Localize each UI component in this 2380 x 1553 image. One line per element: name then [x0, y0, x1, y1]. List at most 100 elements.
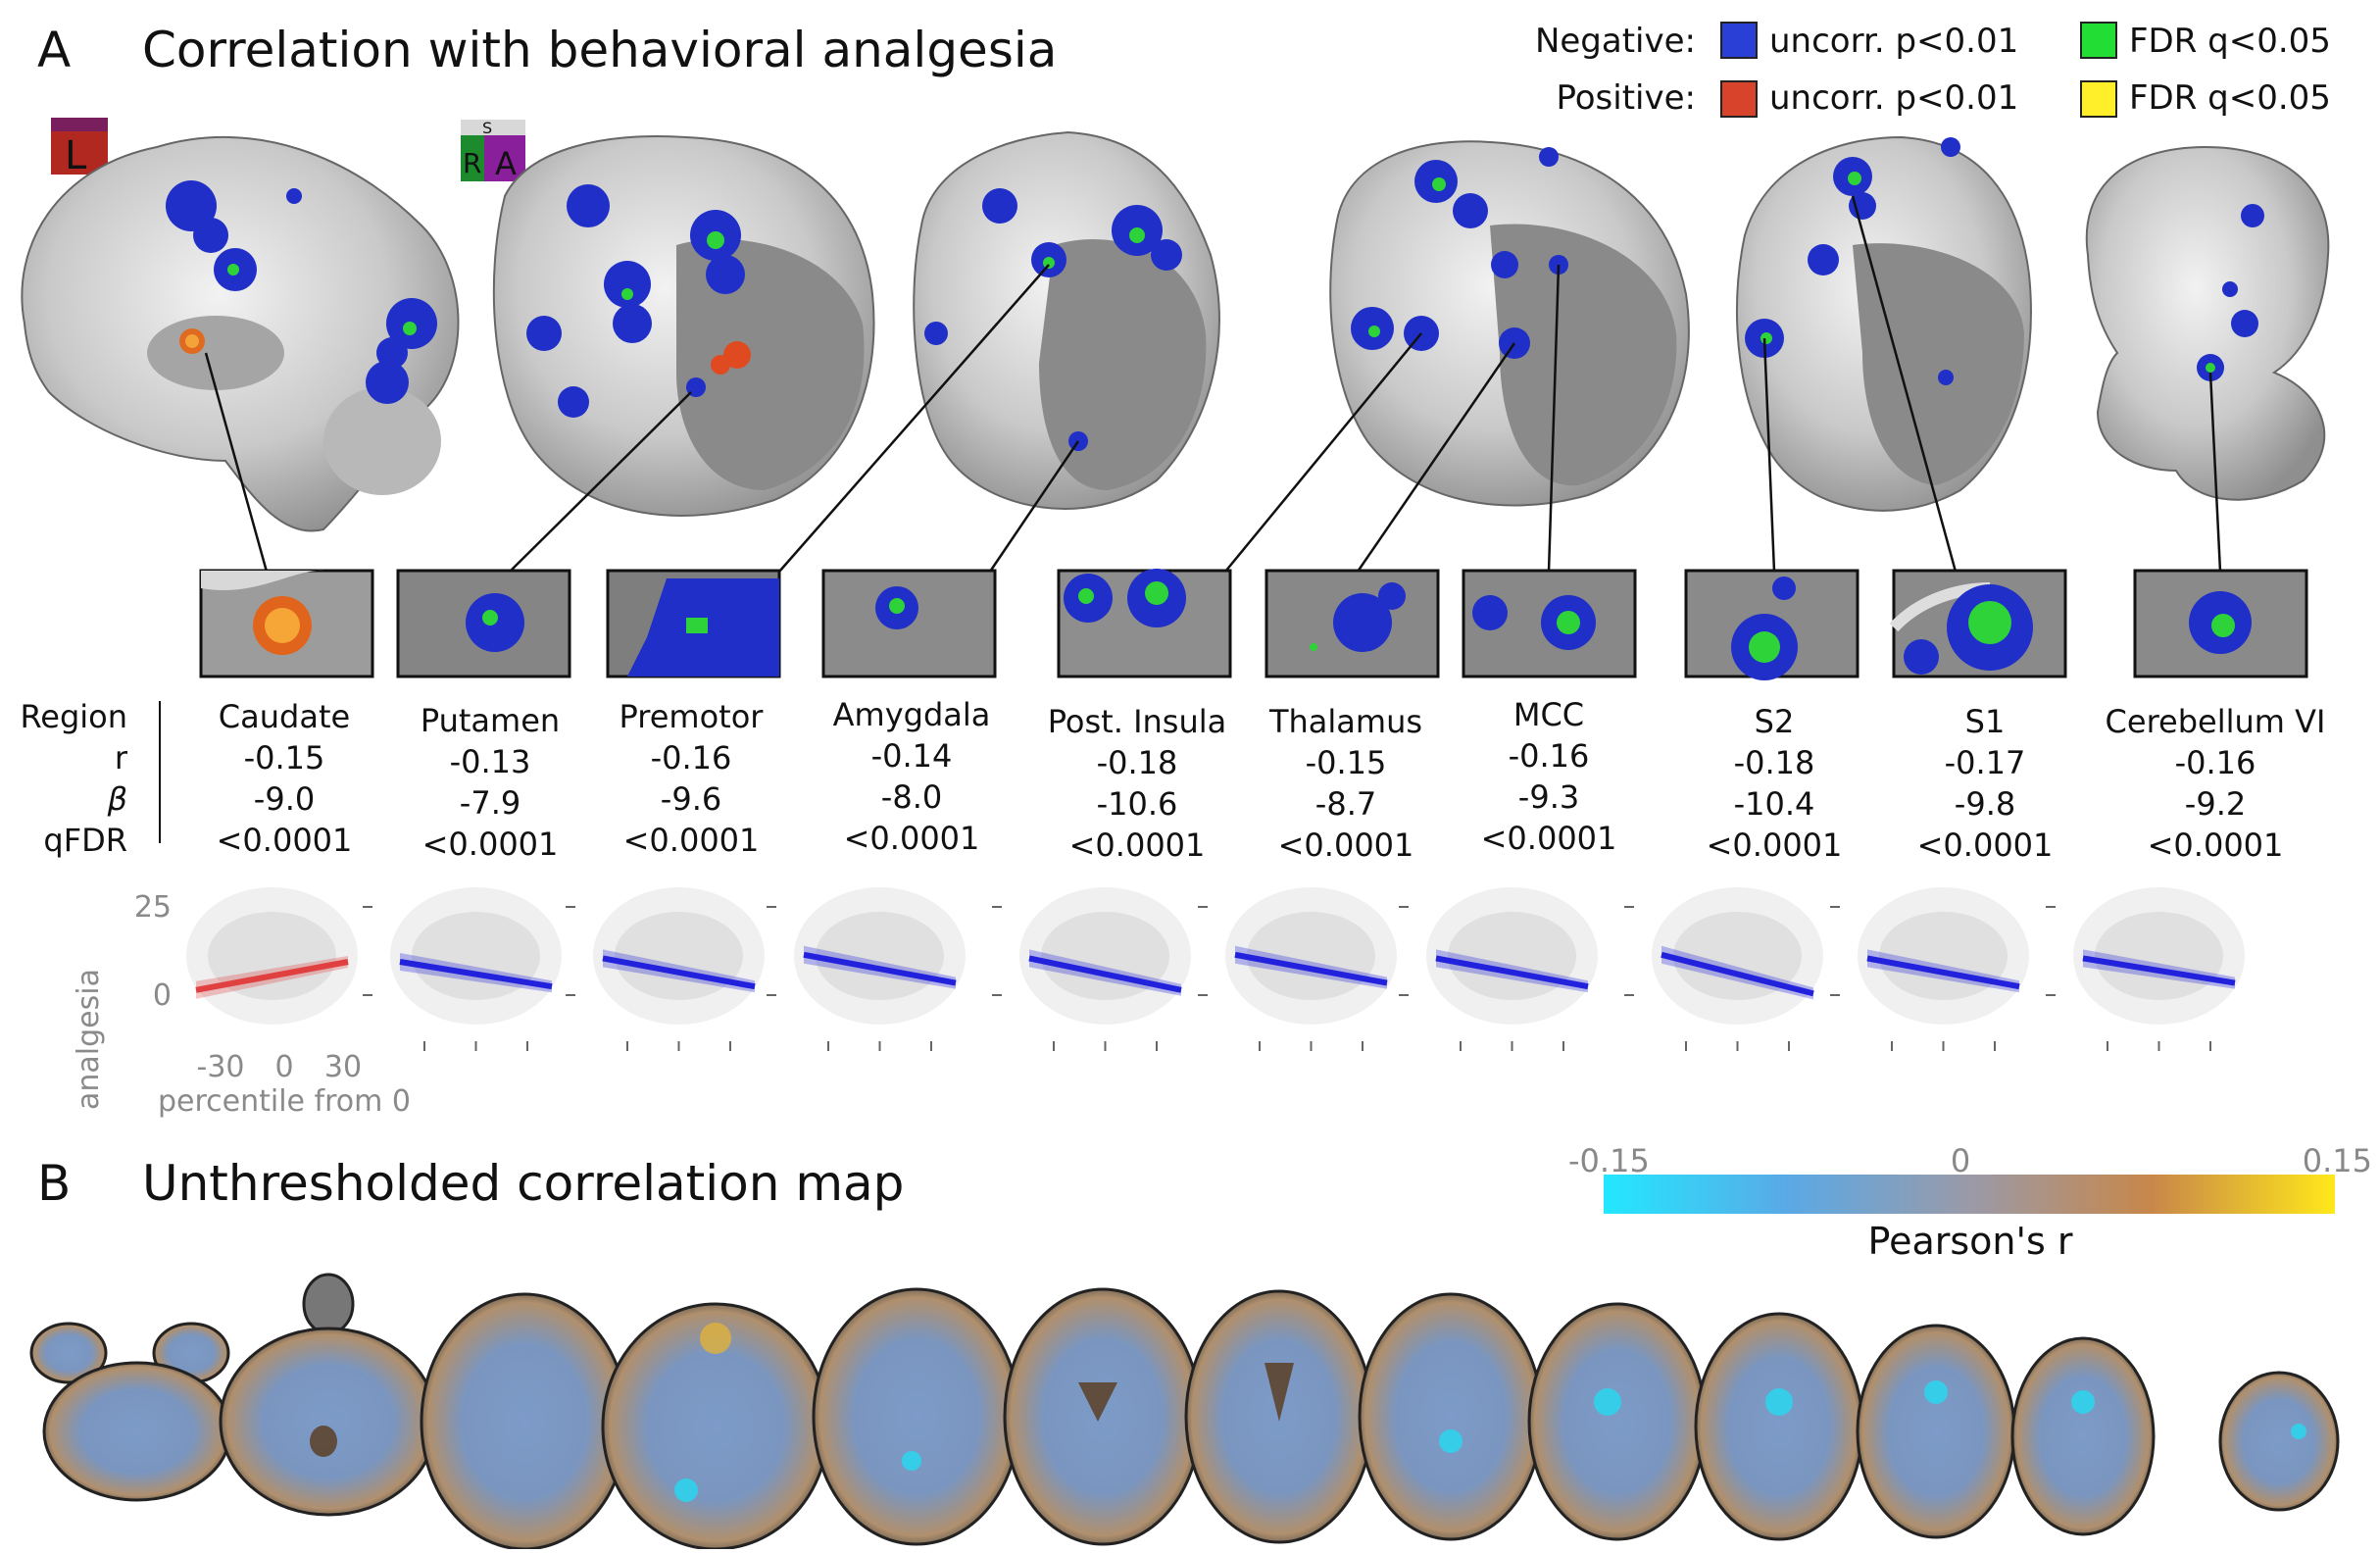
region-r: -0.16 [2174, 744, 2256, 781]
x-tick-zero: 0 [274, 1050, 293, 1084]
panel-b-letter: B [37, 1155, 72, 1212]
slice-5 [812, 1287, 1021, 1546]
legend-item-pos-uncorr: uncorr. p<0.01 [1769, 78, 2019, 118]
slice-6 [1003, 1287, 1203, 1546]
legend-positive-label: Positive: [1556, 78, 1696, 118]
stats-col-s2: S2 -0.18 -10.4 <0.0001 [1676, 701, 1872, 866]
slice-12 [2010, 1336, 2156, 1536]
region-beta: -9.2 [2184, 785, 2247, 823]
slice-13 [2218, 1371, 2340, 1512]
orientation-cube-rear: R A S [461, 119, 525, 182]
stats-header-region: Region [20, 698, 127, 735]
cube-rear-letter-a: A [495, 145, 517, 182]
stats-col-thalamus: Thalamus -0.15 -8.7 <0.0001 [1248, 701, 1444, 866]
brain-renders: L R A S [21, 118, 2330, 573]
axial-slices [29, 1273, 2340, 1549]
x-tick-neg: -30 [197, 1050, 245, 1084]
region-q: <0.0001 [843, 820, 980, 857]
legend-negative-label: Negative: [1534, 22, 1696, 61]
stats-col-premotor: Premotor -0.16 -9.6 <0.0001 [593, 696, 789, 861]
brain-view-5 [1736, 135, 2032, 512]
panel-a-title: Correlation with behavioral analgesia [142, 22, 1058, 78]
inset-caudate [199, 569, 374, 678]
region-name: Cerebellum VI [2105, 703, 2326, 740]
regression-line-s1 [1866, 955, 2020, 990]
stats-header-q: qFDR [43, 822, 127, 859]
inset-cerebellum [2133, 569, 2308, 678]
stats-header: Region r β qFDR [18, 696, 127, 861]
region-r: -0.14 [870, 737, 953, 775]
region-name: S2 [1754, 703, 1795, 740]
orientation-cube-left: L [51, 118, 108, 178]
region-beta: -9.8 [1954, 785, 2016, 823]
region-beta: -10.6 [1096, 785, 1178, 823]
regression-line-cerebellum-vi [2082, 955, 2236, 986]
cube-left-letter: L [65, 133, 87, 178]
colorbar [1604, 1175, 2335, 1214]
slice-3 [420, 1292, 629, 1549]
plot-density-inner [1247, 912, 1375, 1000]
region-name: S1 [1964, 703, 2006, 740]
legend-item-neg-fdr: FDR q<0.05 [2129, 22, 2331, 61]
slice-1c [42, 1361, 232, 1502]
region-beta: -9.3 [1517, 778, 1580, 816]
plot-density-inner [816, 912, 944, 1000]
brain-view-2 [492, 135, 875, 517]
region-q: <0.0001 [622, 822, 760, 859]
stats-col-cerebellum: Cerebellum VI -0.16 -9.2 <0.0001 [2088, 701, 2343, 866]
stats-col-mcc: MCC -0.16 -9.3 <0.0001 [1451, 694, 1647, 859]
legend-swatch-pos-fdr [2080, 80, 2117, 118]
inset-mcc [1462, 569, 1637, 678]
region-q: <0.0001 [421, 826, 559, 863]
brain-view-3 [913, 130, 1220, 510]
regression-line-caudate [195, 959, 349, 993]
region-q: <0.0001 [216, 822, 353, 859]
legend-swatch-neg-fdr [2080, 22, 2117, 59]
y-tick-top: 25 [134, 890, 172, 925]
region-beta: -9.0 [253, 780, 316, 818]
region-name: Post. Insula [1047, 703, 1227, 740]
stats-header-beta: β [107, 780, 127, 818]
region-r: -0.16 [1508, 737, 1590, 775]
region-name: Thalamus [1268, 703, 1423, 740]
region-q: <0.0001 [1480, 820, 1617, 857]
inset-s1 [1889, 569, 2067, 678]
brain-view-6 [2085, 145, 2330, 501]
region-r: -0.15 [1305, 744, 1387, 781]
slice-8 [1358, 1292, 1544, 1541]
regression-line-post-insula [1028, 955, 1182, 993]
regression-line-premotor [602, 955, 756, 990]
panel-b-title: Unthresholded correlation map [142, 1155, 905, 1212]
region-beta: -7.9 [459, 784, 521, 822]
region-name: MCC [1512, 696, 1585, 733]
legend-swatch-pos-uncorr [1720, 80, 1758, 118]
cube-rear-letter-s: S [482, 119, 492, 137]
regression-line-amygdala [803, 951, 957, 986]
inset-putamen [396, 569, 571, 678]
region-q: <0.0001 [1916, 827, 2054, 864]
colorbar-min: -0.15 [1568, 1142, 1650, 1179]
region-name: Caudate [218, 698, 351, 735]
panel-a-letter: A [37, 22, 72, 78]
region-r: -0.13 [449, 743, 531, 780]
region-q: <0.0001 [1068, 827, 1206, 864]
y-tick-bottom: 0 [153, 978, 172, 1013]
slice-1a [29, 1322, 108, 1384]
regression-line-thalamus [1234, 951, 1388, 986]
slice-2-top [302, 1273, 355, 1335]
stats-col-post-insula: Post. Insula -0.18 -10.6 <0.0001 [1024, 701, 1250, 866]
region-q: <0.0001 [2147, 827, 2284, 864]
region-beta: -10.4 [1733, 785, 1815, 823]
region-beta: -8.7 [1314, 785, 1377, 823]
stats-divider [159, 701, 161, 843]
x-tick-pos: 30 [324, 1050, 362, 1084]
plot-density-inner [1673, 912, 1802, 1000]
inset-amygdala [821, 569, 997, 678]
regression-line-putamen [399, 959, 553, 990]
x-axis-label: percentile from 0 [158, 1084, 411, 1119]
cube-rear-letter-r: R [463, 147, 481, 179]
region-r: -0.15 [243, 739, 325, 776]
stats-header-r: r [114, 739, 127, 776]
region-r: -0.16 [650, 739, 732, 776]
inset-premotor [606, 569, 781, 678]
